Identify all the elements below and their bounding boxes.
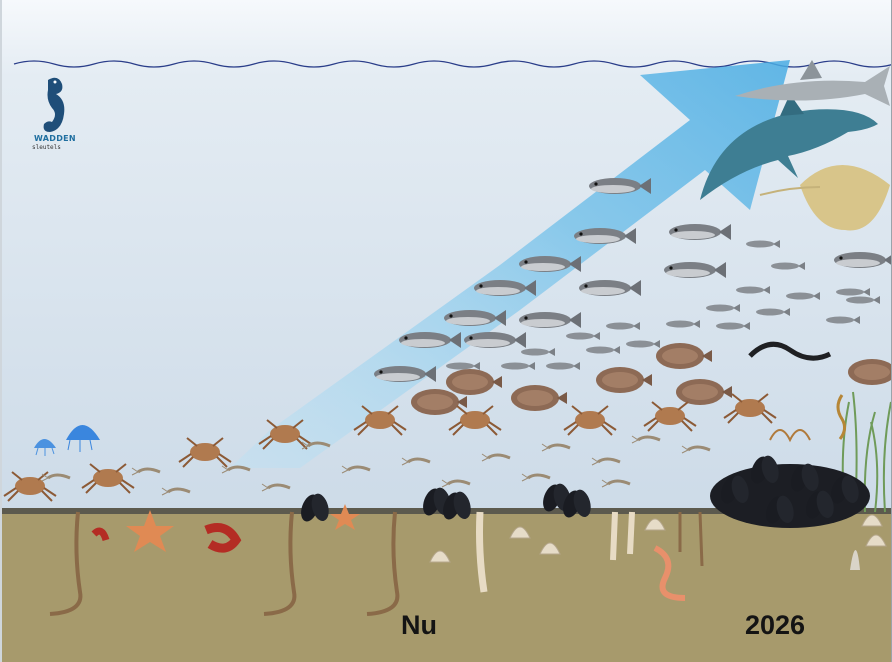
label-future-year: 2026 bbox=[745, 610, 805, 641]
logo-subtitle: sleutels bbox=[32, 144, 61, 151]
logo-name: WADDEN bbox=[34, 134, 76, 143]
label-now: Nu bbox=[401, 610, 437, 641]
